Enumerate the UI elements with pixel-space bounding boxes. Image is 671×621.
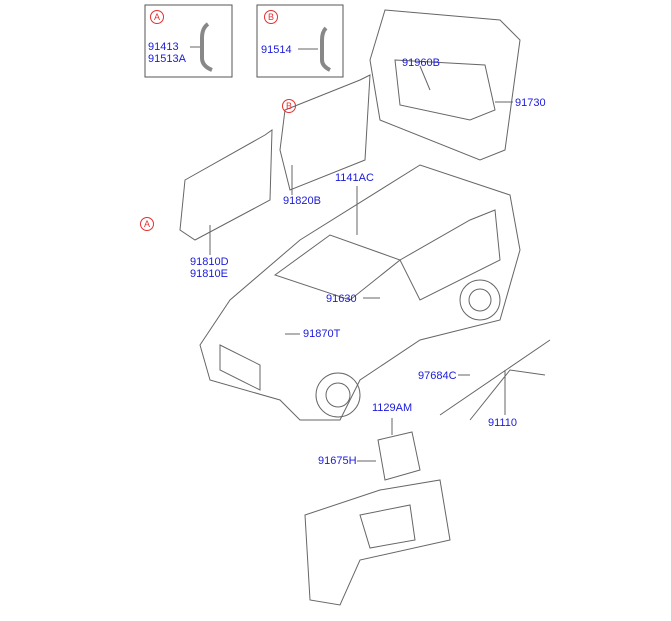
part-label: 1129AM [372, 402, 413, 414]
part-label: 91870T [303, 328, 341, 340]
part-label: 91110 [488, 417, 517, 429]
front-door-drawing [179, 129, 273, 241]
marker-a: A [140, 217, 154, 231]
part-label: 91730 [515, 97, 546, 109]
part-label: 91630 [326, 293, 357, 305]
marker-b: B [264, 10, 278, 24]
grommet-b [320, 26, 331, 72]
part-label: 91514 [261, 44, 292, 56]
part-label: 1141AC [335, 172, 374, 184]
part-label: 91820B [283, 195, 321, 207]
part-label: 91960B [402, 57, 440, 69]
floor-harness-drawing [439, 339, 551, 421]
marker-a: A [150, 10, 164, 24]
part-label: 91810D [190, 256, 229, 268]
detail-box-a [144, 4, 233, 78]
grommet-a [200, 22, 213, 72]
tailgate-drawing [369, 9, 521, 161]
part-label: 91513A [148, 53, 186, 65]
detail-box-b [256, 4, 344, 78]
bracket-drawing [377, 431, 421, 481]
part-label: 91413 [148, 41, 179, 53]
vehicle-body-drawing [199, 164, 521, 421]
carpet-drawing [304, 479, 451, 606]
rear-door-drawing [279, 74, 371, 191]
part-label: 91675H [318, 455, 357, 467]
marker-b: B [282, 99, 296, 113]
part-label: 91810E [190, 268, 228, 280]
part-label: 97684C [418, 370, 457, 382]
